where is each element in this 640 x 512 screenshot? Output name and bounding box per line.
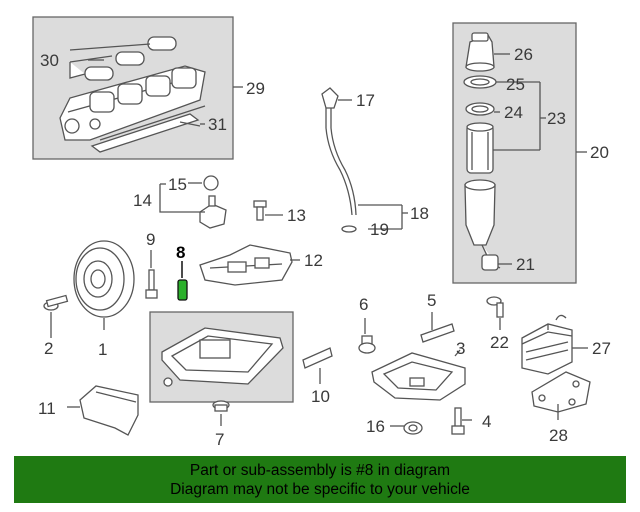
callout-31[interactable]: 31 (208, 115, 227, 134)
part-8-highlighted (177, 261, 188, 301)
part-filter-element (466, 122, 494, 174)
callout-28[interactable]: 28 (549, 426, 568, 445)
callout-18[interactable]: 18 (410, 204, 429, 223)
part-plate-10 (302, 347, 333, 369)
callout-24[interactable]: 24 (504, 103, 523, 122)
part-bolt-13 (253, 200, 267, 221)
banner-line-2: Diagram may not be specific to your vehi… (170, 481, 470, 498)
part-gaskets-31 (90, 105, 206, 153)
part-dipstick (321, 87, 357, 233)
callout-26[interactable]: 26 (514, 45, 533, 64)
part-seal-25 (463, 75, 497, 89)
callout-7[interactable]: 7 (215, 430, 224, 449)
part-plug-7 (212, 400, 230, 412)
part-filter-housing (464, 179, 501, 271)
callout-19[interactable]: 19 (370, 220, 389, 239)
callout-29[interactable]: 29 (246, 79, 265, 98)
part-intake-manifold (59, 65, 206, 141)
callout-23[interactable]: 23 (547, 109, 566, 128)
callout-5[interactable]: 5 (427, 291, 436, 310)
callout-labels: 1 2 3 4 5 6 7 8 9 10 11 12 13 14 15 16 1… (38, 45, 611, 449)
part-bracket-11 (79, 385, 139, 436)
part-baffle-12 (199, 244, 293, 286)
callout-20[interactable]: 20 (590, 143, 609, 162)
part-pulley (73, 240, 135, 318)
callout-4[interactable]: 4 (482, 412, 491, 431)
callout-10[interactable]: 10 (311, 387, 330, 406)
callout-14[interactable]: 14 (133, 191, 152, 210)
part-seal-24 (465, 102, 495, 116)
callout-17[interactable]: 17 (356, 91, 375, 110)
callout-11[interactable]: 11 (38, 399, 56, 418)
part-oil-cooler-27 (521, 314, 573, 375)
callout-30[interactable]: 30 (40, 51, 59, 70)
callout-2[interactable]: 2 (44, 339, 53, 358)
callout-13[interactable]: 13 (287, 206, 306, 225)
callout-9[interactable]: 9 (146, 230, 155, 249)
callout-22[interactable]: 22 (490, 333, 509, 352)
part-bolt-4 (451, 407, 465, 435)
part-oil-pan-upper (161, 327, 284, 387)
banner-line-1: Part or sub-assembly is #8 in diagram (189, 462, 451, 479)
part-plate-5 (420, 323, 455, 343)
part-gasket-28 (531, 371, 591, 413)
part-bolt-9 (145, 269, 158, 299)
part-oil-pan-lower (371, 352, 466, 401)
part-bolt-22 (486, 296, 504, 318)
part-filter-cap (465, 32, 495, 72)
part-sensor-14 (199, 175, 227, 229)
part-gaskets-30 (69, 36, 177, 81)
callout-27[interactable]: 27 (592, 339, 611, 358)
info-banner: Part or sub-assembly is #8 in diagram Di… (14, 456, 626, 503)
callout-25[interactable]: 25 (506, 75, 525, 94)
callout-6[interactable]: 6 (359, 295, 368, 314)
callout-8[interactable]: 8 (176, 243, 185, 262)
callout-3[interactable]: 3 (456, 339, 465, 358)
callout-15[interactable]: 15 (168, 175, 187, 194)
part-bolt-2 (43, 294, 69, 311)
part-plug-6 (358, 335, 376, 354)
callout-1[interactable]: 1 (98, 340, 107, 359)
callout-21[interactable]: 21 (516, 255, 535, 274)
callout-12[interactable]: 12 (304, 251, 323, 270)
part-washer-16 (403, 421, 423, 435)
callout-16[interactable]: 16 (366, 417, 385, 436)
